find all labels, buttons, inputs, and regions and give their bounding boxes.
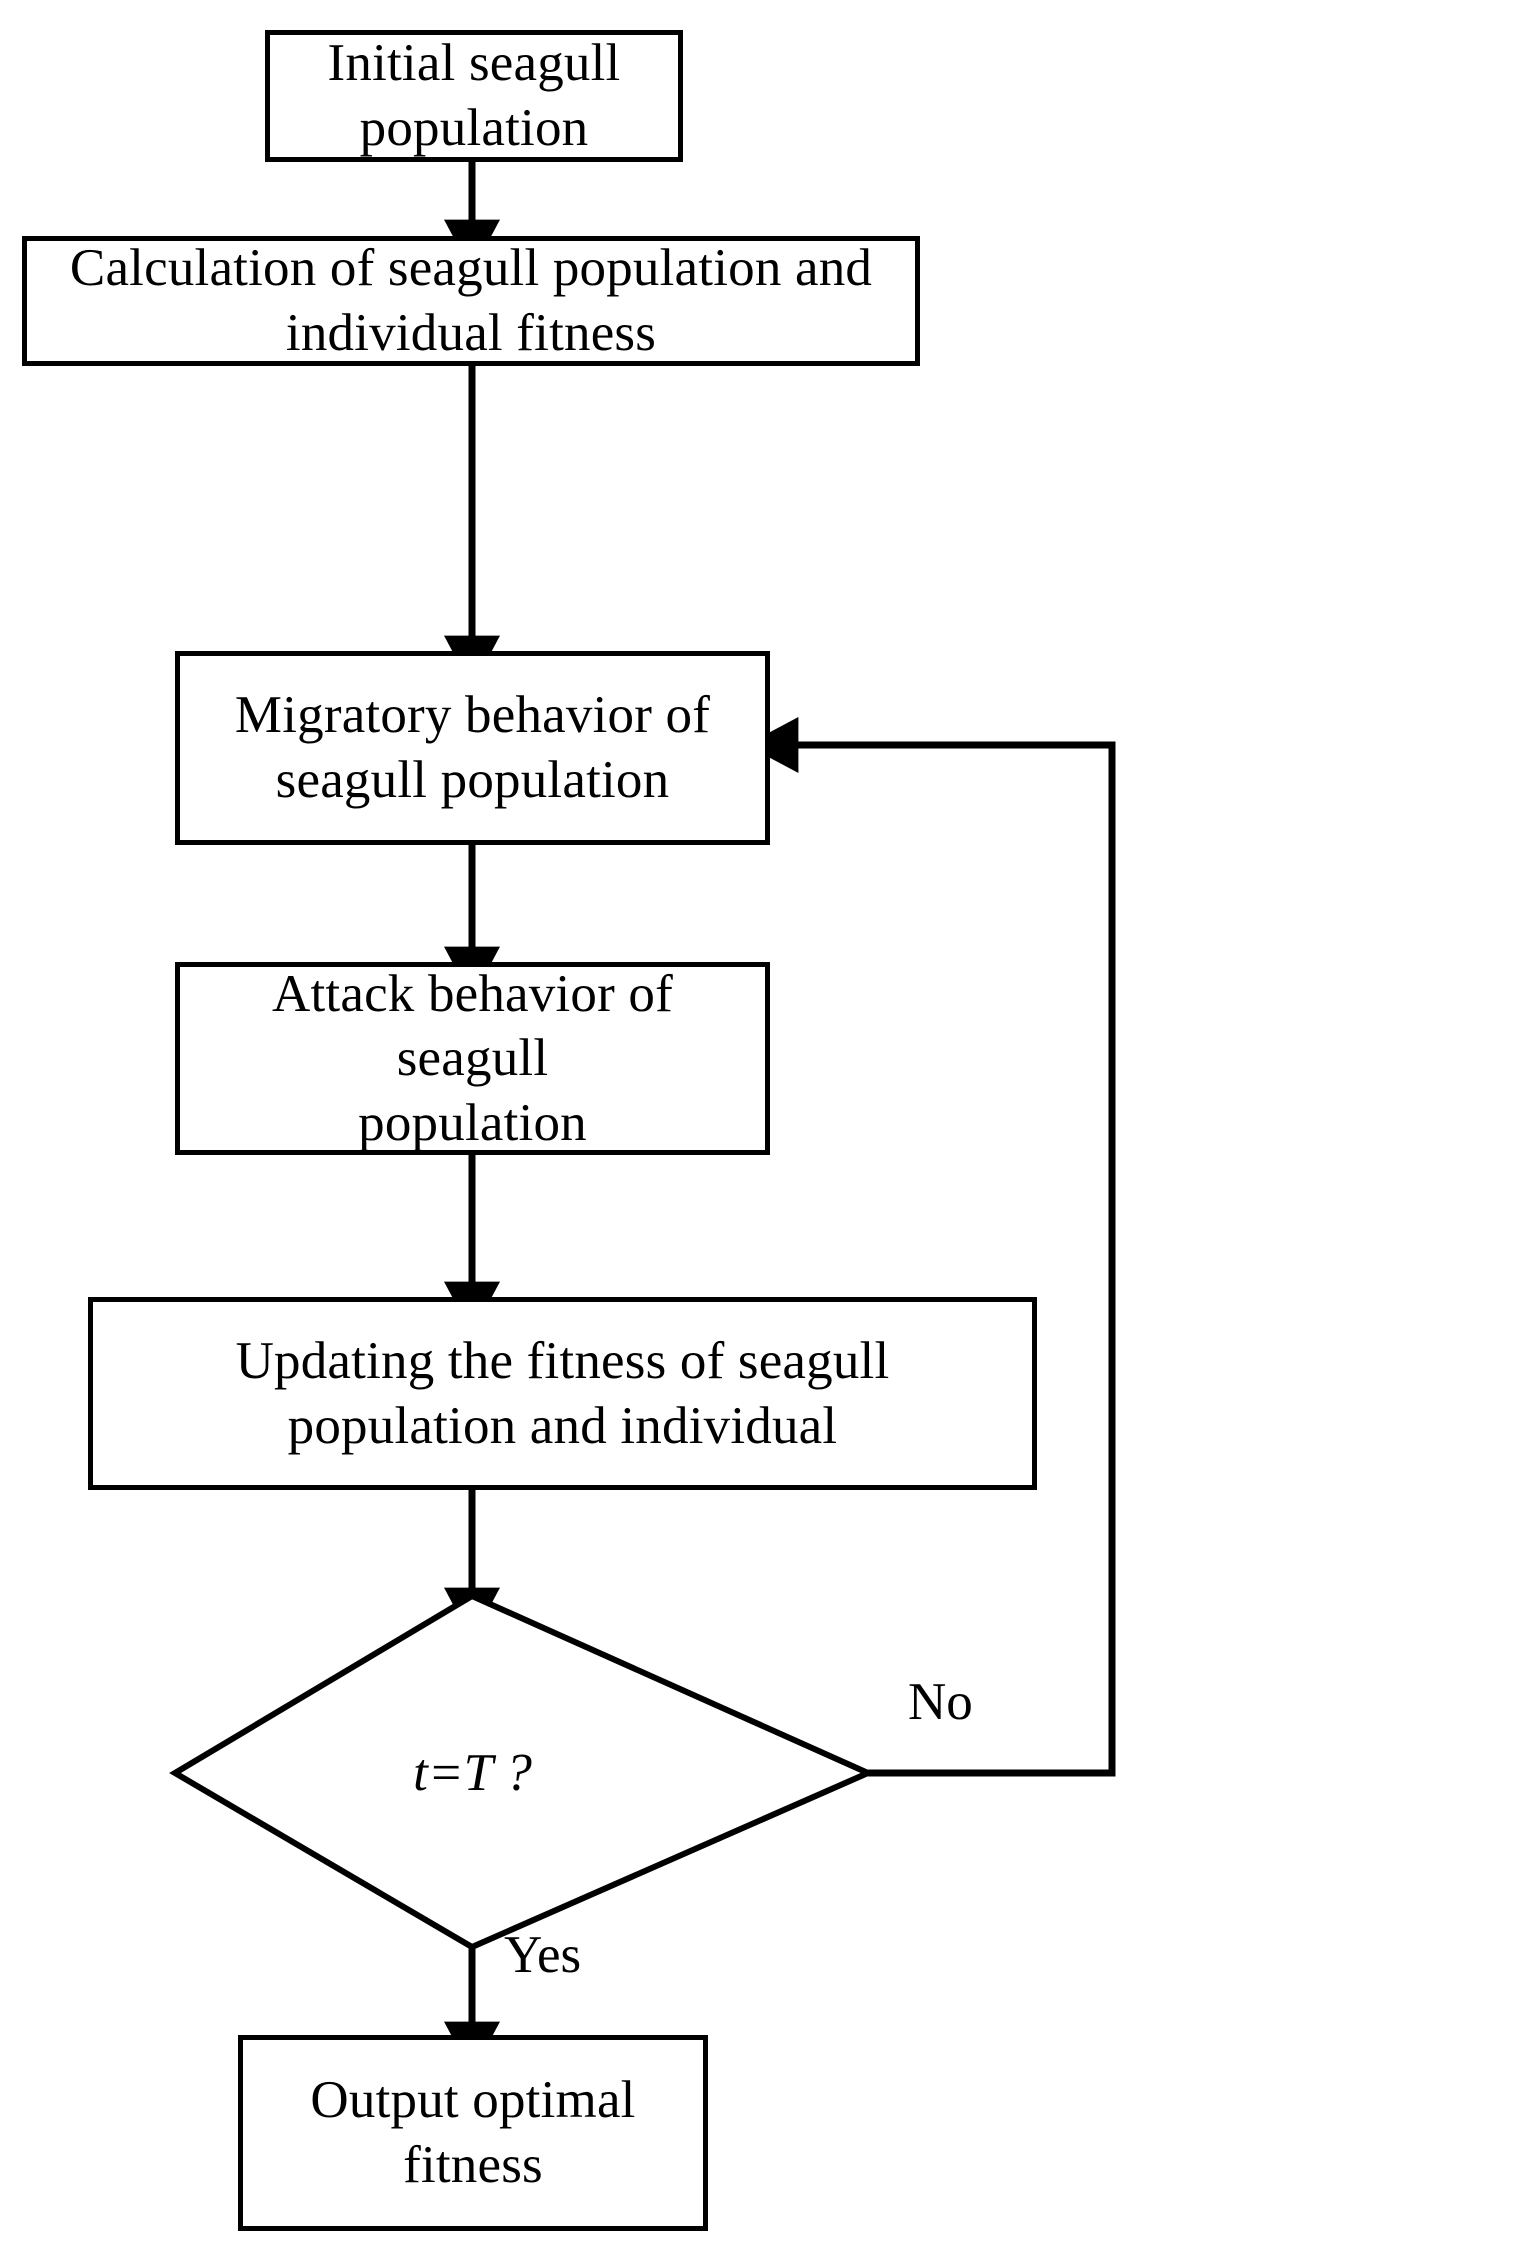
node-migratory-behavior[interactable]: Migratory behavior of seagull population [175, 651, 770, 845]
node-line-2: fitness [403, 2136, 543, 2194]
connector-decision-no-to-migratory [745, 717, 1116, 1777]
node-decision-condition[interactable]: t=T ? [340, 1740, 605, 1806]
node-text: Initial seagull population [308, 31, 641, 160]
node-line-2: population [359, 99, 589, 157]
node-line-1: Calculation of seagull population and [69, 239, 873, 298]
decision-diamond-shape [169, 1592, 876, 1951]
edge-label-yes: Yes [504, 1925, 581, 1985]
node-line-1: Attack behavior of seagull [272, 964, 673, 1088]
node-attack-behavior[interactable]: Attack behavior of seagull population [175, 962, 770, 1155]
node-text: Migratory behavior of seagull population [215, 683, 730, 812]
node-line-1: Migratory behavior of [234, 686, 711, 745]
node-updating-fitness[interactable]: Updating the fitness of seagull populati… [88, 1297, 1037, 1490]
node-line-1: Output optimal [310, 2071, 636, 2130]
node-line-2: seagull population [275, 751, 670, 809]
edge-label-no: No [908, 1672, 973, 1732]
node-output-optimal-fitness[interactable]: Output optimal fitness [238, 2035, 708, 2231]
node-initial-seagull-population[interactable]: Initial seagull population [265, 30, 683, 162]
node-text: Calculation of seagull population and in… [50, 236, 892, 365]
edge-label-yes-text: Yes [504, 1926, 582, 1984]
node-line-1: Initial seagull [327, 34, 621, 93]
decision-label-text: t=T ? [413, 1744, 532, 1802]
node-text: Updating the fitness of seagull populati… [216, 1329, 910, 1458]
node-line-2: population and individual [287, 1396, 838, 1455]
node-line-1: Updating the fitness of seagull [235, 1331, 890, 1390]
edge-label-no-text: No [908, 1673, 973, 1731]
node-text: Output optimal fitness [290, 2068, 655, 2197]
node-line-2: individual fitness [285, 304, 657, 362]
node-text: Attack behavior of seagull population [180, 962, 765, 1156]
node-calculation-of-fitness[interactable]: Calculation of seagull population and in… [22, 236, 920, 366]
node-line-2: population [358, 1093, 587, 1152]
